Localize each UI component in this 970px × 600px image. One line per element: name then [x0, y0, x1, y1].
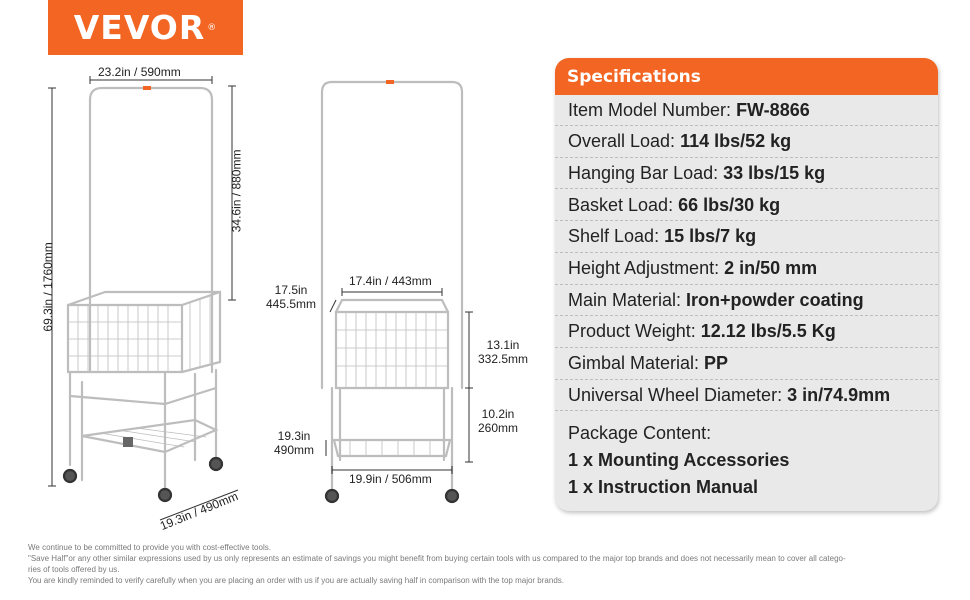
spec-value: Iron+powder coating [686, 289, 864, 310]
package-content: Package Content: 1 x Mounting Accessorie… [568, 420, 789, 501]
spec-value: PP [704, 353, 729, 374]
dimline-right-basket-height [465, 311, 473, 389]
dim-right-basket-depth-in: 17.5in [274, 283, 308, 297]
spec-row: Hanging Bar Load:33 lbs/15 kg [555, 158, 938, 190]
spec-value: 33 lbs/15 kg [723, 162, 826, 183]
dim-right-base-width: 19.9in / 506mm [349, 472, 432, 486]
spec-row: Gimbal Material:PP [555, 349, 938, 380]
dim-left-width: 23.2in / 590mm [98, 65, 181, 79]
specifications-title: Specifications [555, 58, 938, 95]
right-shelf [332, 438, 452, 458]
right-basket [334, 298, 450, 390]
logo-text: VEVOR [73, 8, 206, 47]
spec-label: Basket Load: [568, 194, 674, 215]
left-wheel-lock [123, 437, 133, 447]
left-legs [68, 368, 218, 490]
spec-label: Main Material: [568, 289, 682, 310]
spec-row: Shelf Load:15 lbs/7 kg [555, 222, 938, 253]
spec-row: Basket Load:66 lbs/30 kg [555, 190, 938, 222]
spec-row: Main Material:Iron+powder coating [555, 285, 938, 317]
spec-value: 66 lbs/30 kg [678, 194, 781, 215]
dim-right-basket-depth: 17.5in 445.5mm [266, 283, 317, 312]
spec-value: 114 lbs/52 kg [680, 131, 792, 152]
spec-label: Height Adjustment: [568, 258, 720, 278]
spec-value: 2 in/50 mm [724, 258, 818, 278]
spec-label: Hanging Bar Load: [568, 162, 719, 183]
registered-mark: ® [207, 22, 218, 33]
left-shelf [81, 418, 219, 454]
spec-value: FW-8866 [736, 99, 810, 120]
left-basket [66, 290, 222, 374]
dimline-right-basket-width [341, 288, 443, 296]
package-content-label: Package Content: [568, 423, 712, 443]
dim-left-top-height: 34.6in / 880mm [229, 149, 244, 233]
dimline-left-depth [159, 489, 239, 521]
package-item: 1 x Mounting Accessories [568, 450, 790, 470]
spec-label: Item Model Number: [568, 99, 732, 120]
footnote-line: We continue to be committed to provide y… [28, 543, 271, 552]
spec-row: Universal Wheel Diameter:3 in/74.9mm [555, 380, 938, 412]
footnote-line: "Save Half"or any other similar expressi… [28, 554, 846, 563]
dim-left-total-height: 69.3in / 1760mm [40, 242, 55, 332]
right-wheel-2 [444, 488, 460, 504]
dim-right-shelf-depth-mm: 490mm [274, 442, 315, 457]
right-frame-arch [320, 80, 464, 390]
dimline-right-base-width [331, 466, 453, 474]
dim-right-basket-height: 13.1in 332.5mm [478, 338, 529, 367]
left-base-bar [68, 386, 218, 406]
spec-row: Height Adjustment:2 in/50 mm [555, 254, 938, 285]
dimline-right-lower-height [465, 388, 473, 463]
left-wheel-1 [62, 468, 78, 484]
vevor-logo: VEVOR® [48, 0, 243, 55]
spec-label: Universal Wheel Diameter: [568, 384, 783, 405]
dimline-left-width [89, 76, 213, 84]
right-hanger-tab [386, 80, 394, 84]
spec-value: 3 in/74.9mm [787, 384, 891, 405]
spec-label: Product Weight: [568, 321, 696, 342]
package-item: 1 x Instruction Manual [568, 477, 759, 497]
specifications-card: Specifications Item Model Number:FW-8866… [555, 58, 938, 511]
spec-row: Product Weight:12.12 lbs/5.5 Kg [555, 317, 938, 348]
right-wheel-1 [324, 488, 340, 504]
spec-value: 15 lbs/7 kg [664, 226, 757, 247]
spec-value: 12.12 lbs/5.5 Kg [700, 321, 836, 342]
dim-right-shelf-depth: 19.3in 490mm [274, 429, 315, 458]
dim-right-basket-depth-mm: 445.5mm [266, 296, 317, 311]
spec-label: Overall Load: [568, 131, 676, 152]
footnote-line: You are kindly reminded to verify carefu… [28, 576, 564, 585]
right-legs [330, 386, 454, 492]
spec-label: Gimbal Material: [568, 353, 700, 374]
dim-right-shelf-depth-in: 19.3in [277, 429, 311, 443]
dimline-right-basket-depth [329, 299, 337, 313]
spec-row: Overall Load:114 lbs/52 kg [555, 127, 938, 158]
left-hanger-tab [143, 86, 151, 90]
dim-right-basket-height-in: 13.1in [486, 338, 520, 352]
spec-row: Item Model Number:FW-8866 [555, 95, 938, 126]
footnote: We continue to be committed to provide y… [28, 542, 958, 586]
left-wheel-3 [208, 456, 224, 472]
product-drawing [48, 76, 473, 521]
dim-right-basket-width: 17.4in / 443mm [349, 274, 432, 288]
dimline-left-total [48, 87, 56, 487]
dim-right-lower-height: 10.2in 260mm [478, 407, 519, 436]
dim-right-lower-height-in: 10.2in [481, 407, 515, 421]
footnote-line: ries of tools offered by us. [28, 565, 120, 574]
dimline-left-top-height [228, 85, 236, 301]
dim-right-lower-height-mm: 260mm [478, 420, 519, 435]
dim-right-basket-height-mm: 332.5mm [478, 351, 529, 366]
spec-label: Shelf Load: [568, 226, 660, 247]
left-wheel-2 [157, 487, 173, 503]
